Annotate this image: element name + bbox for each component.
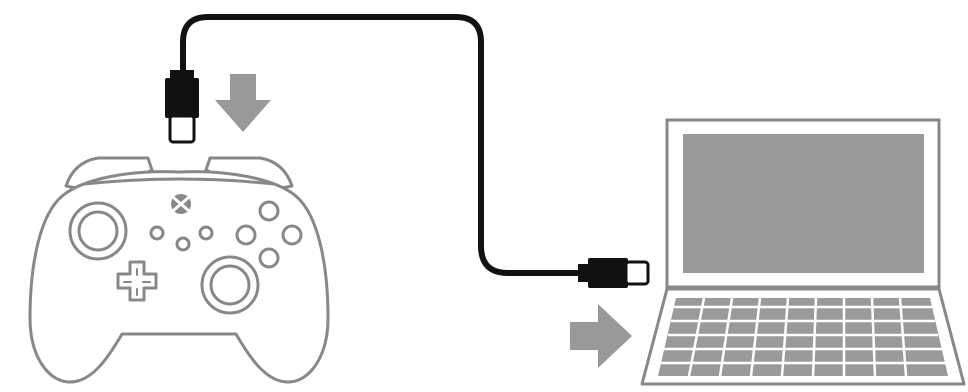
laptop-icon	[642, 120, 964, 384]
insert-down-arrow-icon	[215, 74, 271, 132]
usb-c-connector-controller-icon	[165, 70, 199, 142]
insert-right-arrow-icon	[570, 304, 632, 368]
game-controller-icon	[30, 158, 328, 382]
laptop-screen	[683, 134, 924, 273]
laptop-keyboard	[658, 298, 948, 376]
usb-c-connector-laptop-icon	[578, 258, 648, 288]
xbox-logo-icon	[171, 194, 191, 214]
